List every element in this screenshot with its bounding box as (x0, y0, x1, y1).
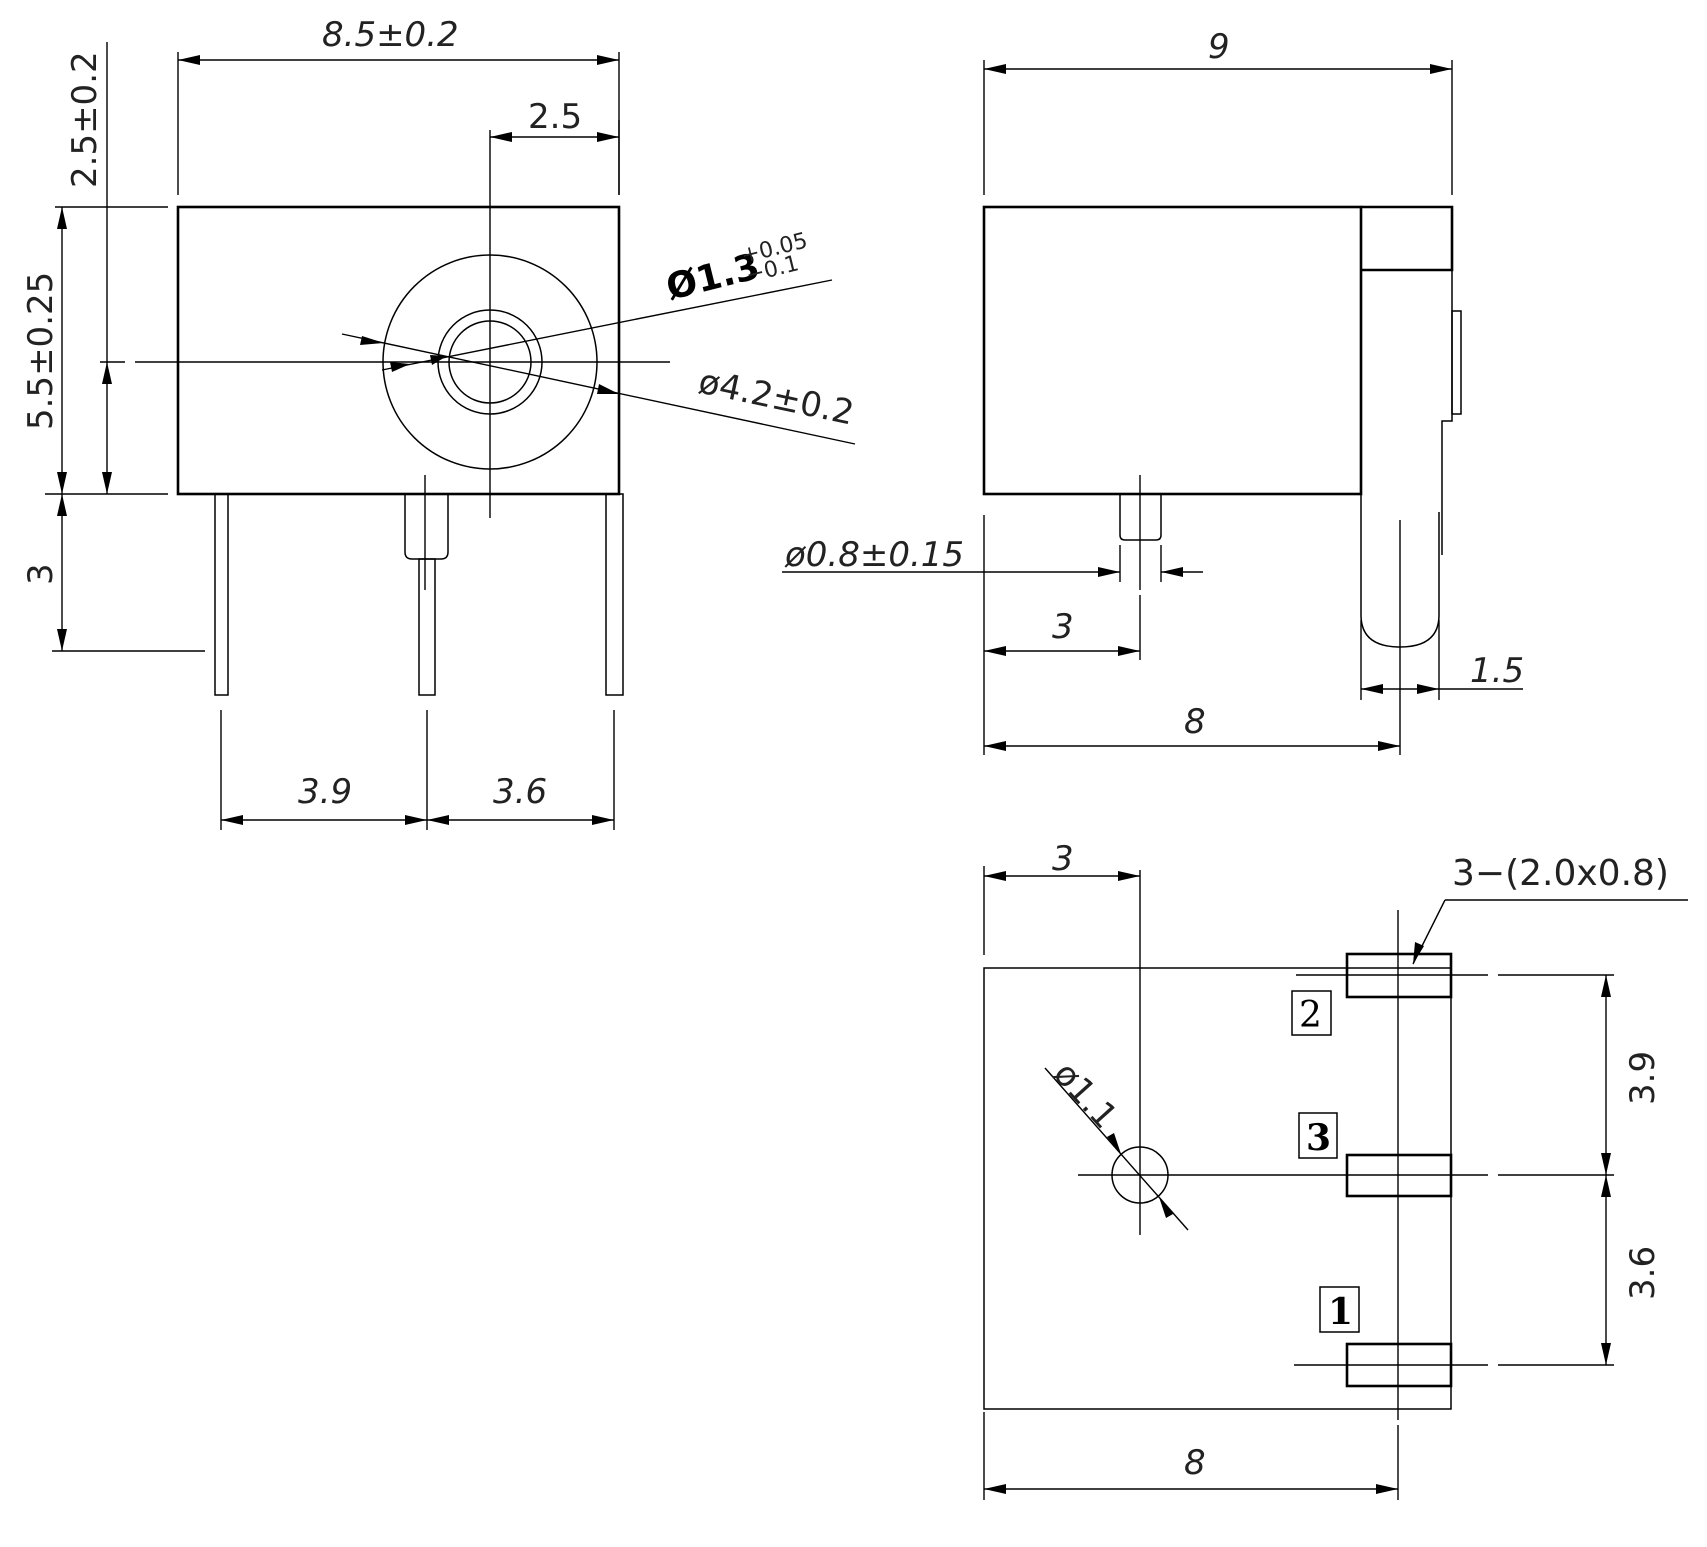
arrow (984, 871, 1006, 881)
arrow (57, 207, 67, 229)
pin-label-box-3 (1298, 1112, 1338, 1159)
side-body-outline (982, 205, 1363, 496)
arrow (405, 815, 427, 825)
arrow (1118, 871, 1140, 881)
width-dim-text: 8.5±0.2 (322, 15, 459, 55)
arrow (490, 132, 512, 142)
arrow (592, 815, 614, 825)
arrow (57, 629, 67, 651)
side-top-block (1361, 205, 1454, 272)
arrow (597, 132, 619, 142)
arrow (1361, 684, 1383, 694)
pin-position-dim-text: 8 (1184, 702, 1206, 742)
arrow (427, 815, 449, 825)
arrow (1601, 1175, 1611, 1197)
arrow (984, 1484, 1006, 1494)
arrow (430, 355, 447, 365)
arrow (221, 815, 243, 825)
pin-spacing-left-text: 3.9 (298, 772, 352, 812)
pin-length-dim-text: 3 (21, 563, 61, 585)
body-height-dim-text: 5.5±0.25 (21, 272, 61, 430)
hole-diameter-leader (1044, 1067, 1189, 1231)
arrow (1161, 567, 1183, 577)
mounting-hole (1111, 1146, 1169, 1204)
pad-spacing-lower-text: 3.6 (1623, 1246, 1663, 1300)
front-pin-middle-collar (404, 494, 449, 560)
inner-diameter-callout: Ø1.3 +0.05 −0.1 (662, 228, 810, 308)
arrow (597, 384, 619, 394)
bottom-view: ø1.1 2 3 1 3 3−(2.0x0.8) 3.9 3.6 8 (983, 839, 1688, 1500)
top-height-dim-text: 2.5±0.2 (65, 51, 105, 188)
arrow (984, 646, 1006, 656)
bottom-overall-dim-text: 8 (1184, 1443, 1206, 1483)
arrow (1430, 64, 1452, 74)
arrow (984, 64, 1006, 74)
arrow (390, 362, 410, 372)
arrow (1413, 942, 1424, 964)
arrow (1159, 1197, 1173, 1218)
arrow (102, 362, 112, 384)
pin-label-box-1 (1319, 1286, 1360, 1333)
arrow (1098, 567, 1120, 577)
pin-label-1: 1 (1328, 1291, 1353, 1333)
arrow (360, 336, 384, 345)
pin-label-box-2 (1291, 990, 1332, 1036)
arrow (57, 494, 67, 516)
arrow (1378, 741, 1400, 751)
arrow (1601, 975, 1611, 997)
hole-diameter-text: ø1.1 (1045, 1054, 1125, 1136)
arrow (178, 55, 200, 65)
arrow (1107, 1133, 1121, 1154)
side-tab (1451, 310, 1462, 415)
arrow (1118, 646, 1140, 656)
arrow (1601, 1343, 1611, 1365)
bottom-pin-offset-dim-text: 3 (1052, 839, 1074, 879)
arrow (102, 472, 112, 494)
pin-diameter-dim-text: ø0.8±0.15 (784, 535, 964, 575)
depth-dim-text: 9 (1208, 27, 1230, 67)
arrow (984, 741, 1006, 751)
hole-offset-dim-text: 2.5 (528, 97, 582, 137)
arrow (597, 55, 619, 65)
front-body-outline (176, 205, 621, 496)
front-pin-middle (418, 558, 436, 696)
front-pin-left (214, 493, 229, 696)
inner-diameter-leader (381, 279, 833, 371)
pad-callout-text: 3−(2.0x0.8) (1452, 853, 1669, 894)
pin-spacing-right-text: 3.6 (493, 772, 547, 812)
pin-label-3: 3 (1306, 1117, 1331, 1159)
arrow (57, 472, 67, 494)
side-right-profile (1441, 270, 1453, 555)
arrow (1601, 1153, 1611, 1175)
outer-diameter-text: ø4.2±0.2 (695, 362, 857, 434)
arrow (1376, 1484, 1398, 1494)
pad-spacing-upper-text: 3.9 (1623, 1051, 1663, 1105)
arrow (1417, 684, 1439, 694)
pin-offset-dim-text: 3 (1052, 607, 1074, 647)
pin-label-2: 2 (1299, 995, 1322, 1036)
pin-width-dim-text: 1.5 (1470, 651, 1524, 691)
front-view: 8.5±0.2 2.5 2.5±0.2 5.5±0.25 3 (21, 15, 857, 830)
front-pin-right (605, 493, 624, 696)
side-view: 9 ø0.8±0.15 3 1.5 8 (782, 27, 1524, 755)
